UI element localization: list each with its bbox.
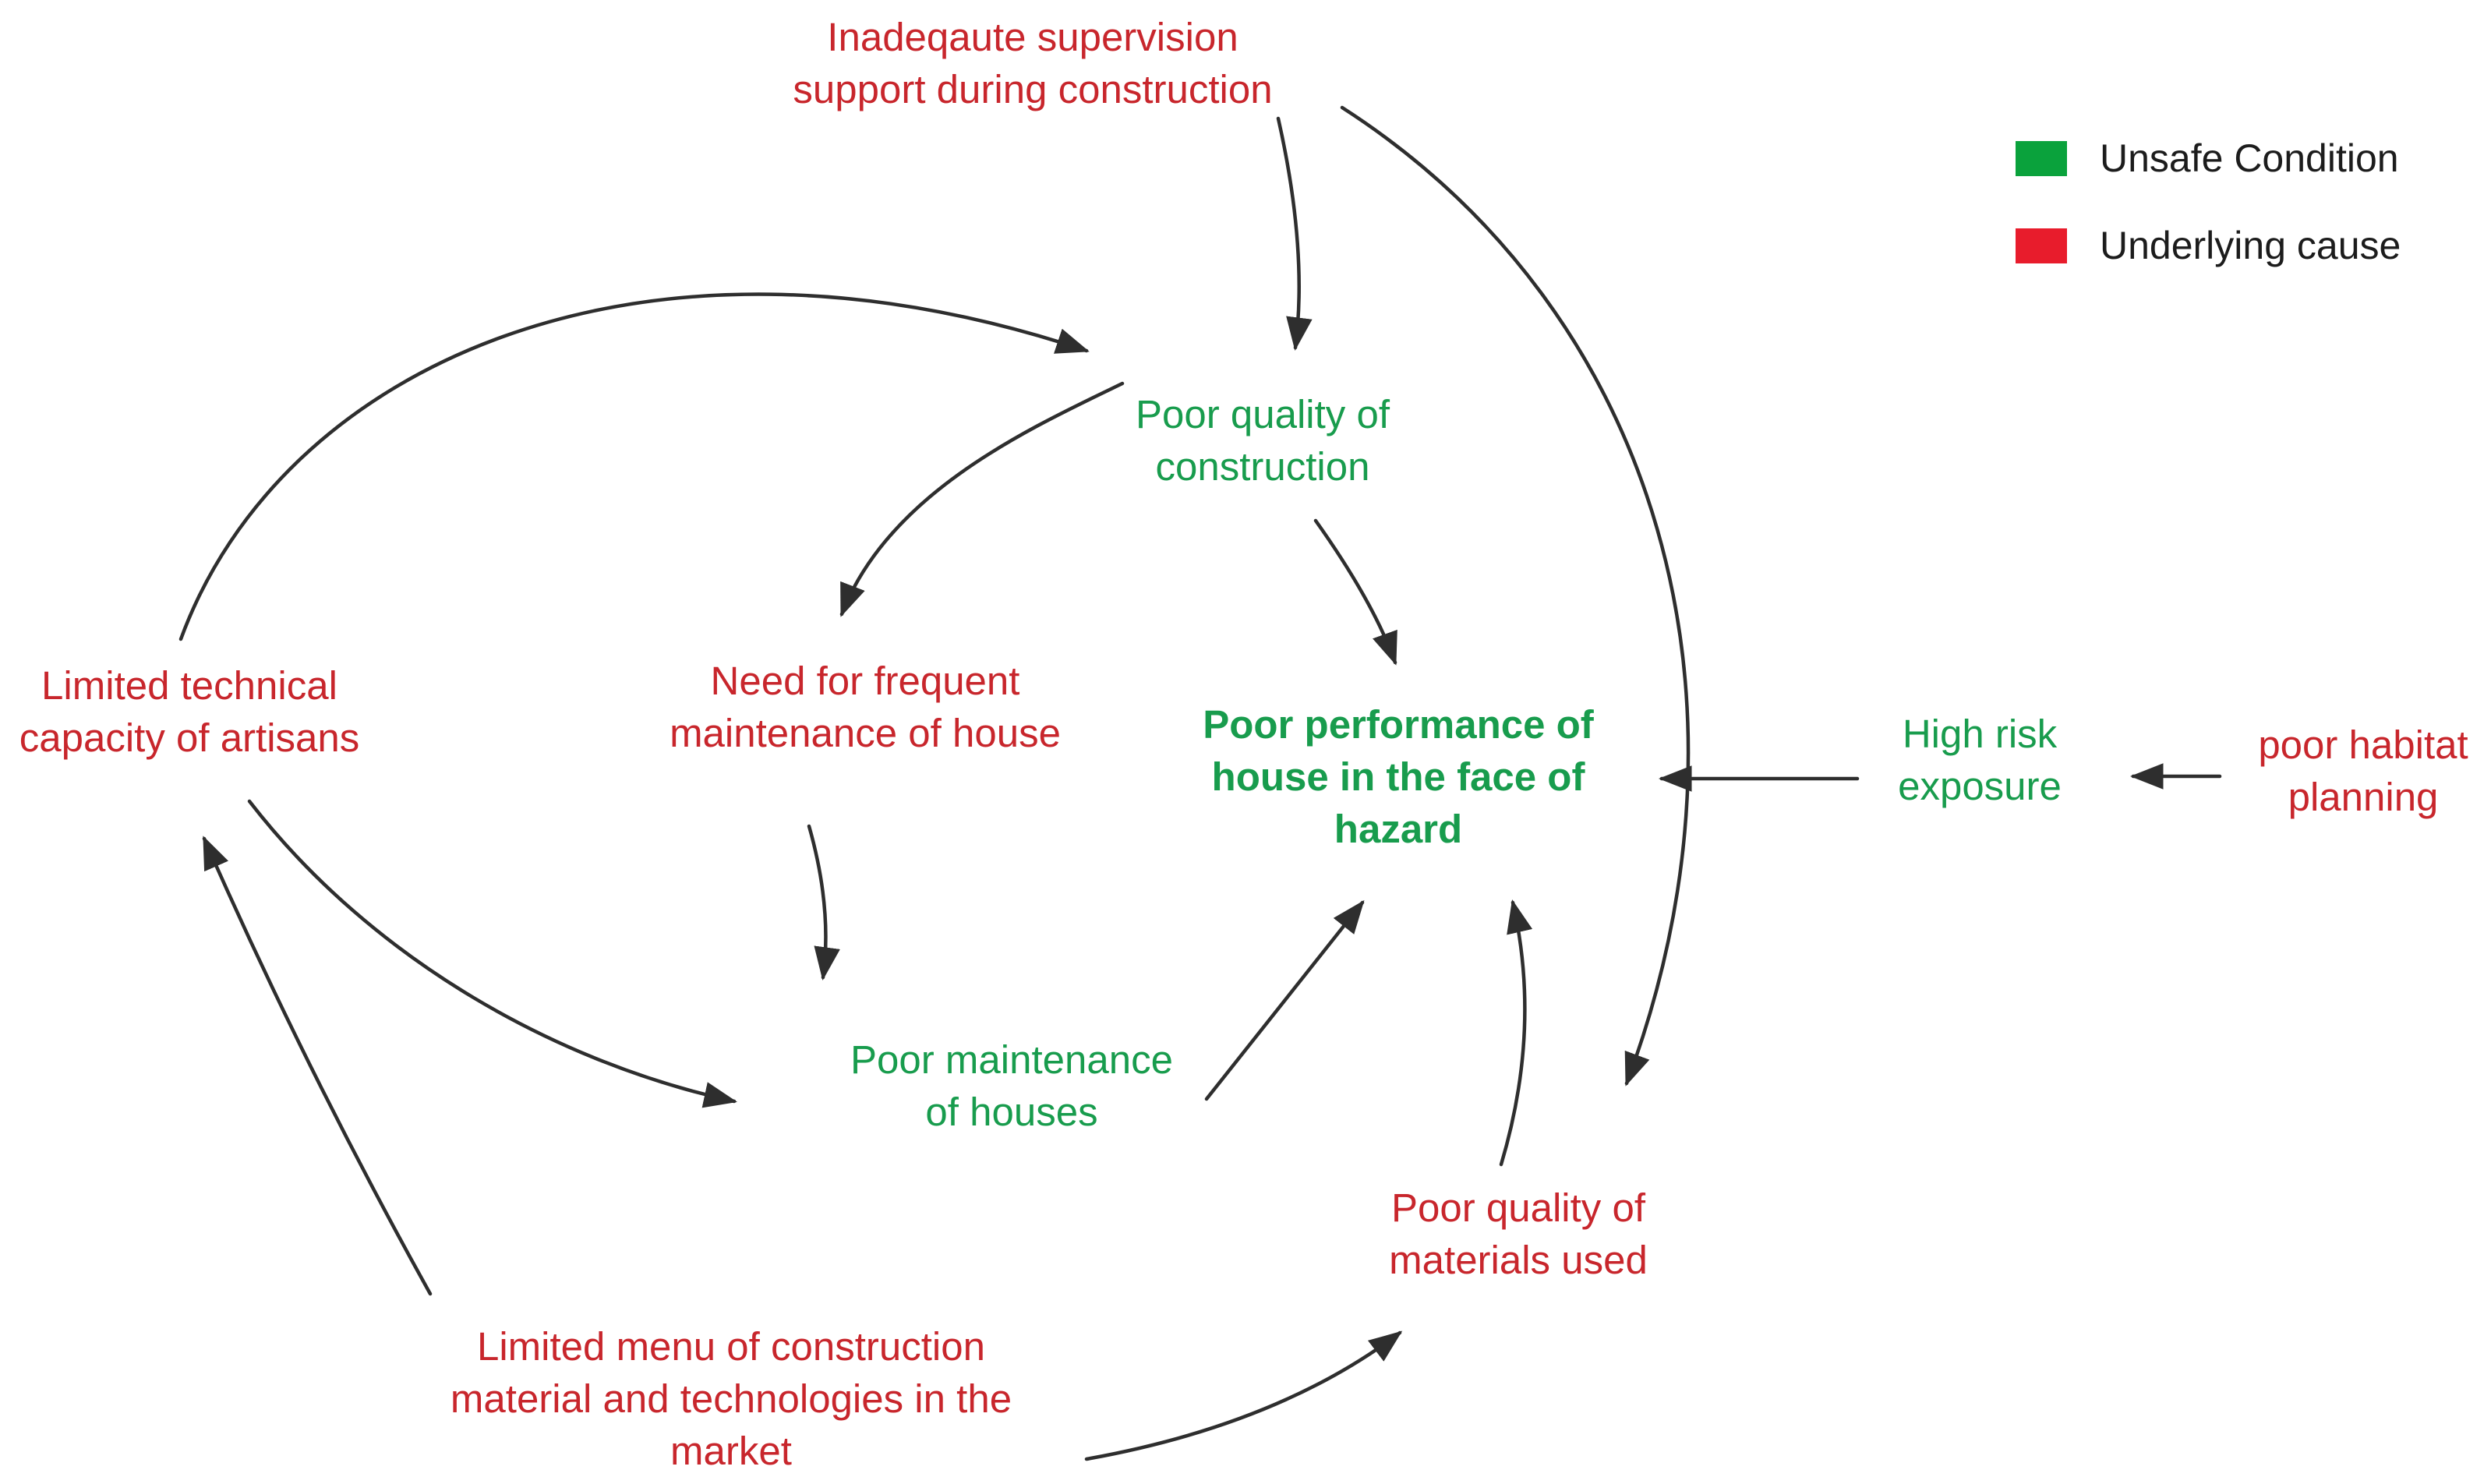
node-line: Inadeqaute supervision <box>827 15 1238 59</box>
node-line: Limited menu of construction <box>476 1324 985 1369</box>
node-line: exposure <box>1898 764 2062 808</box>
node-line: planning <box>2288 775 2439 819</box>
arrow-inadequate-supervision-to-poor-quality-materials <box>1340 105 1691 1086</box>
node-poor-performance: Poor performance of house in the face of… <box>1203 698 1594 855</box>
node-line: of houses <box>925 1090 1098 1134</box>
node-line: High risk <box>1902 712 2058 756</box>
arrow-poor-maintenance-houses-to-poor-performance <box>1204 899 1365 1101</box>
node-line: capacity of artisans <box>19 716 360 760</box>
node-line: Poor quality of <box>1135 392 1390 436</box>
node-poor-quality-materials: Poor quality of materials used <box>1389 1182 1648 1286</box>
legend-label: Unsafe Condition <box>2100 136 2399 180</box>
node-line: construction <box>1155 444 1370 489</box>
legend-label: Underlying cause <box>2100 224 2401 267</box>
arrow-limited-technical-capacity-to-poor-maintenance-houses <box>247 799 737 1108</box>
arrow-limited-technical-capacity-to-poor-quality-construction <box>178 292 1090 641</box>
node-line: poor habitat <box>2258 723 2468 767</box>
arrow-inadequate-supervision-to-poor-quality-construction <box>1276 116 1313 352</box>
node-line: house in the face of <box>1211 754 1585 799</box>
node-high-risk-exposure: High risk exposure <box>1898 708 2062 812</box>
node-inadequate-supervision: Inadeqaute supervision support during co… <box>793 11 1272 115</box>
node-line: maintenance of house <box>670 711 1061 755</box>
node-line: materials used <box>1389 1238 1648 1282</box>
node-limited-technical-capacity: Limited technical capacity of artisans <box>19 659 360 764</box>
arrow-poor-quality-materials-to-poor-performance <box>1499 899 1533 1167</box>
arrow-limited-menu-to-poor-quality-materials <box>1084 1330 1403 1461</box>
node-poor-maintenance-houses: Poor maintenance of houses <box>850 1034 1173 1138</box>
legend-item-unsafe-condition: Unsafe Condition <box>2016 136 2401 180</box>
legend: Unsafe Condition Underlying cause <box>2016 136 2401 313</box>
node-line: Poor quality of <box>1390 1185 1646 1230</box>
node-line: Need for frequent <box>710 659 1020 703</box>
arrow-limited-menu-to-limited-technical-capacity <box>202 836 433 1296</box>
node-line: hazard <box>1334 807 1463 851</box>
node-line: market <box>670 1429 792 1473</box>
node-line: material and technologies in the <box>450 1376 1012 1421</box>
node-line: support during construction <box>793 67 1273 111</box>
node-line: Limited technical <box>41 663 337 708</box>
node-poor-habitat-planning: poor habitat planning <box>2258 719 2468 823</box>
node-limited-menu-materials: Limited menu of construction material an… <box>450 1320 1012 1477</box>
arrow-poor-quality-construction-to-need-frequent-maintenance <box>839 381 1125 617</box>
node-poor-quality-construction: Poor quality of construction <box>1136 388 1390 493</box>
underlying-cause-swatch-icon <box>2016 228 2067 263</box>
node-line: Poor performance of <box>1203 702 1594 747</box>
arrow-poor-quality-construction-to-poor-performance <box>1313 518 1397 666</box>
arrow-need-frequent-maintenance-to-poor-maintenance-houses <box>807 824 840 981</box>
legend-item-underlying-cause: Underlying cause <box>2016 224 2401 267</box>
unsafe-condition-swatch-icon <box>2016 140 2067 176</box>
node-need-frequent-maintenance: Need for frequent maintenance of house <box>670 655 1061 759</box>
node-line: Poor maintenance <box>850 1037 1173 1082</box>
